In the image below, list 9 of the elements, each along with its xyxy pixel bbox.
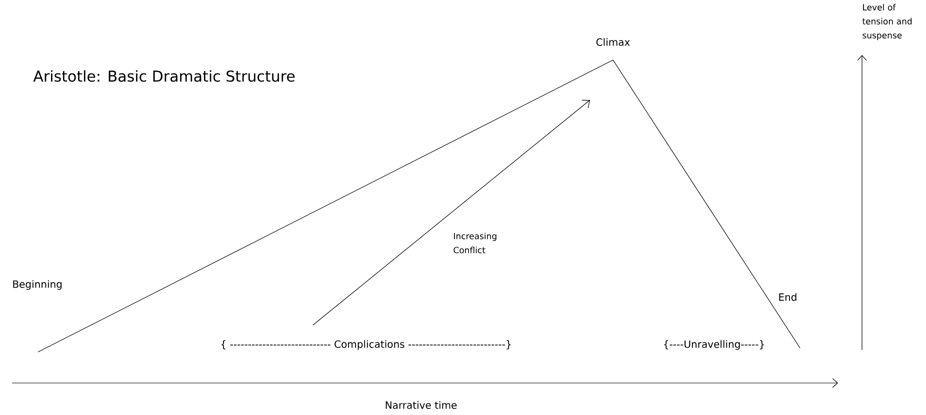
text-label: Narrative time [386, 401, 457, 409]
title: Aristotle: Basic Dramatic Structure [33, 70, 295, 82]
text-label: End [779, 293, 796, 301]
text-label: { ---------------------------- Complications ---------------------------} [222, 340, 511, 350]
text-label: {----Unravelling-----} [664, 340, 764, 350]
text-label: Level of tension and suspense [862, 4, 912, 40]
text-label: Increasing Conflict [454, 232, 496, 254]
text-label: Climax [596, 38, 630, 46]
text-label: Beginning [13, 280, 62, 290]
